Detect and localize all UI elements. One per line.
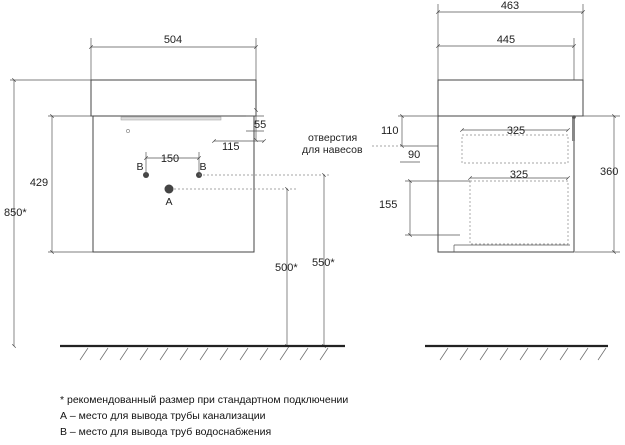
note-a: А – место для вывода трубы канализации (60, 410, 266, 422)
dim-55: 55 (254, 119, 266, 131)
front-handle (120, 116, 222, 121)
note-recommended: * рекомендованный размер при стандартном… (60, 394, 348, 406)
dim-width-504: 504 (164, 34, 182, 46)
dim-850: 850* (4, 207, 27, 219)
side-floor-hatch (439, 347, 607, 361)
dim-463: 463 (501, 0, 519, 12)
dim-155: 155 (379, 199, 397, 211)
dim-360: 360 (600, 166, 618, 178)
front-hanging-hole (126, 129, 130, 133)
dim-325-top: 325 (507, 125, 525, 137)
side-cabinet-body (437, 115, 575, 253)
dim-110: 110 (381, 125, 399, 137)
upper-drawer (461, 134, 569, 164)
callout-line-1: отверстия (308, 132, 357, 144)
dim-445: 445 (497, 34, 515, 46)
drain-outlet (164, 184, 174, 194)
dim-429: 429 (30, 177, 48, 189)
dim-500: 500* (275, 262, 298, 274)
label-b-right: B (199, 161, 206, 173)
front-floor-hatch (79, 347, 329, 361)
note-b: В – место для вывода труб водоснабжения (60, 426, 271, 438)
front-view: 504 55 115 150 B B A 429 850* 500* 550* (4, 34, 398, 361)
dim-115: 115 (222, 141, 240, 153)
label-a: A (165, 196, 172, 208)
front-cabinet-body (92, 115, 255, 253)
wall-bracket (572, 117, 575, 141)
side-view: 463 445 110 90 325 325 155 360 (379, 0, 620, 361)
notes: * рекомендованный размер при стандартном… (60, 394, 348, 438)
dim-550: 550* (312, 257, 335, 269)
lower-drawer (469, 180, 569, 245)
label-b-left: B (136, 161, 143, 173)
dim-150: 150 (161, 153, 179, 165)
callout-line-2: для навесов (302, 144, 363, 156)
front-sink-top (90, 79, 257, 117)
dim-325-bottom: 325 (510, 169, 528, 181)
dim-90: 90 (408, 149, 420, 161)
side-sink-top (437, 79, 584, 117)
